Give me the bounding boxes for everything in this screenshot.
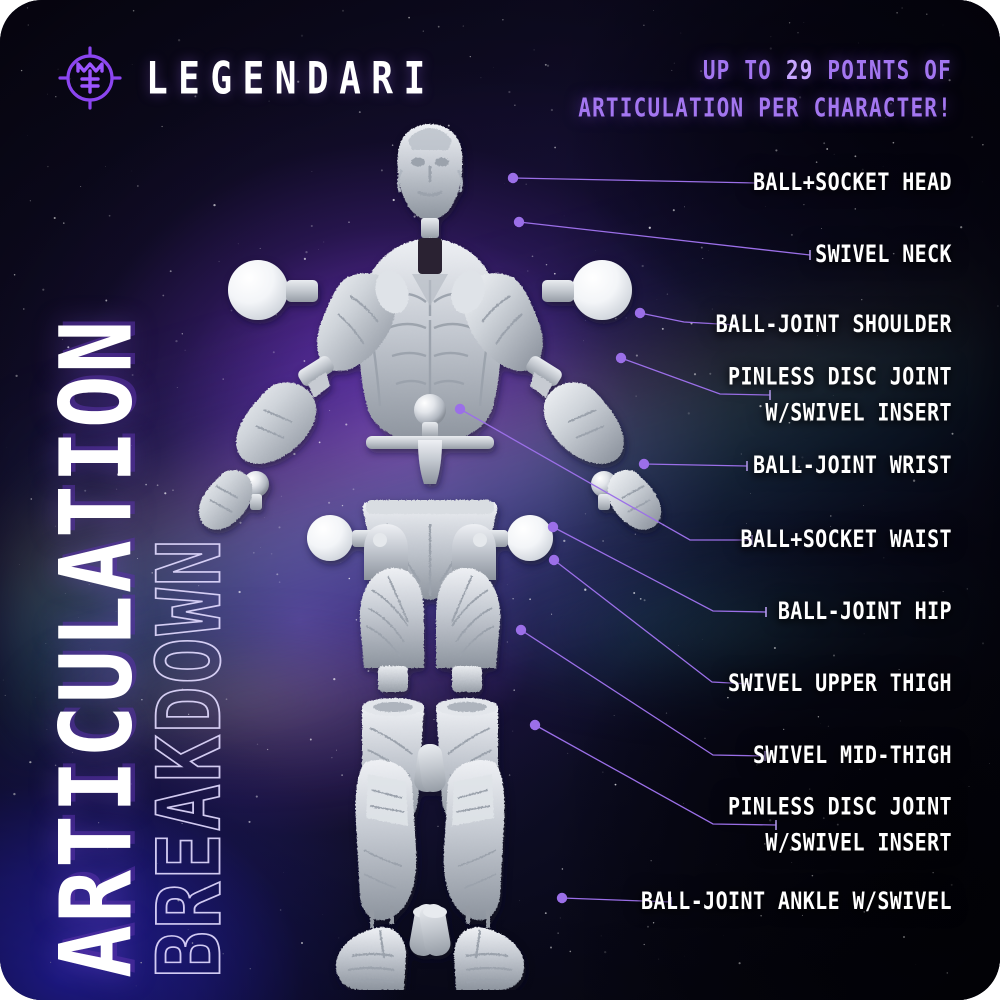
part-forearm-right [530,372,624,464]
callout-label-head: BALL+SOCKET HEAD [752,167,952,197]
callout-label-disc-elbow: PINLESS DISC JOINT W/SWIVEL INSERT [728,361,952,426]
exploded-action-figure [180,110,680,990]
part-forearm-left [236,372,330,464]
part-knee-disc-right [418,743,446,793]
part-hand-right [607,469,662,530]
part-hip-joint-left [307,515,408,580]
callout-label-upper-thigh: SWIVEL UPPER THIGH [728,668,952,698]
callout-label-shoulder: BALL-JOINT SHOULDER [715,309,952,339]
part-elbow-disc-left [298,356,334,386]
brand-name: LEGENDARI [146,52,436,104]
part-head [397,124,463,220]
poster-header: LEGENDARI UP TO 29 POINTS OF ARTICULATIO… [0,0,1000,130]
headline-suffix: POINTS OF [813,55,952,85]
callout-label-hip: BALL-JOINT HIP [777,596,952,626]
part-upper-thigh-right [436,568,501,692]
headline-line-1: UP TO 29 POINTS OF [578,52,952,90]
part-shoulder-ball-right [542,260,632,320]
headline-articulation-count: UP TO 29 POINTS OF ARTICULATION PER CHAR… [578,52,952,128]
callout-label-wrist: BALL-JOINT WRIST [752,450,952,480]
callout-label-waist: BALL+SOCKET WAIST [740,524,952,554]
part-hand-left [198,469,253,530]
callout-label-disc-knee: PINLESS DISC JOINT W/SWIVEL INSERT [728,791,952,856]
callout-label-mid-thigh: SWIVEL MID-THIGH [752,740,952,770]
headline-line-2: ARTICULATION PER CHARACTER! [578,93,952,123]
headline-count: 29 [785,55,814,85]
part-head-neck-peg [421,218,439,238]
page-title: ARTICULATION [38,318,154,978]
figure-parts-illustration [198,124,662,990]
part-lower-leg-right [443,760,505,928]
part-shoulder-ball-left [228,260,318,320]
legendari-crosshair-logo-icon [58,46,122,110]
part-foot-left [336,927,406,990]
part-foot-right [454,927,524,990]
brand-lockup: LEGENDARI [56,44,451,112]
part-upper-arm-right [451,270,543,372]
part-ankle-disc-right [419,904,451,956]
part-elbow-disc-right [526,356,562,386]
callout-label-neck: SWIVEL NECK [815,239,952,269]
part-upper-arm-left [317,270,409,372]
part-upper-thigh-left [359,568,424,692]
headline-prefix: UP TO [702,55,786,85]
callout-label-ankle: BALL-JOINT ANKLE W/SWIVEL [640,886,952,916]
part-lower-leg-left [355,760,417,928]
